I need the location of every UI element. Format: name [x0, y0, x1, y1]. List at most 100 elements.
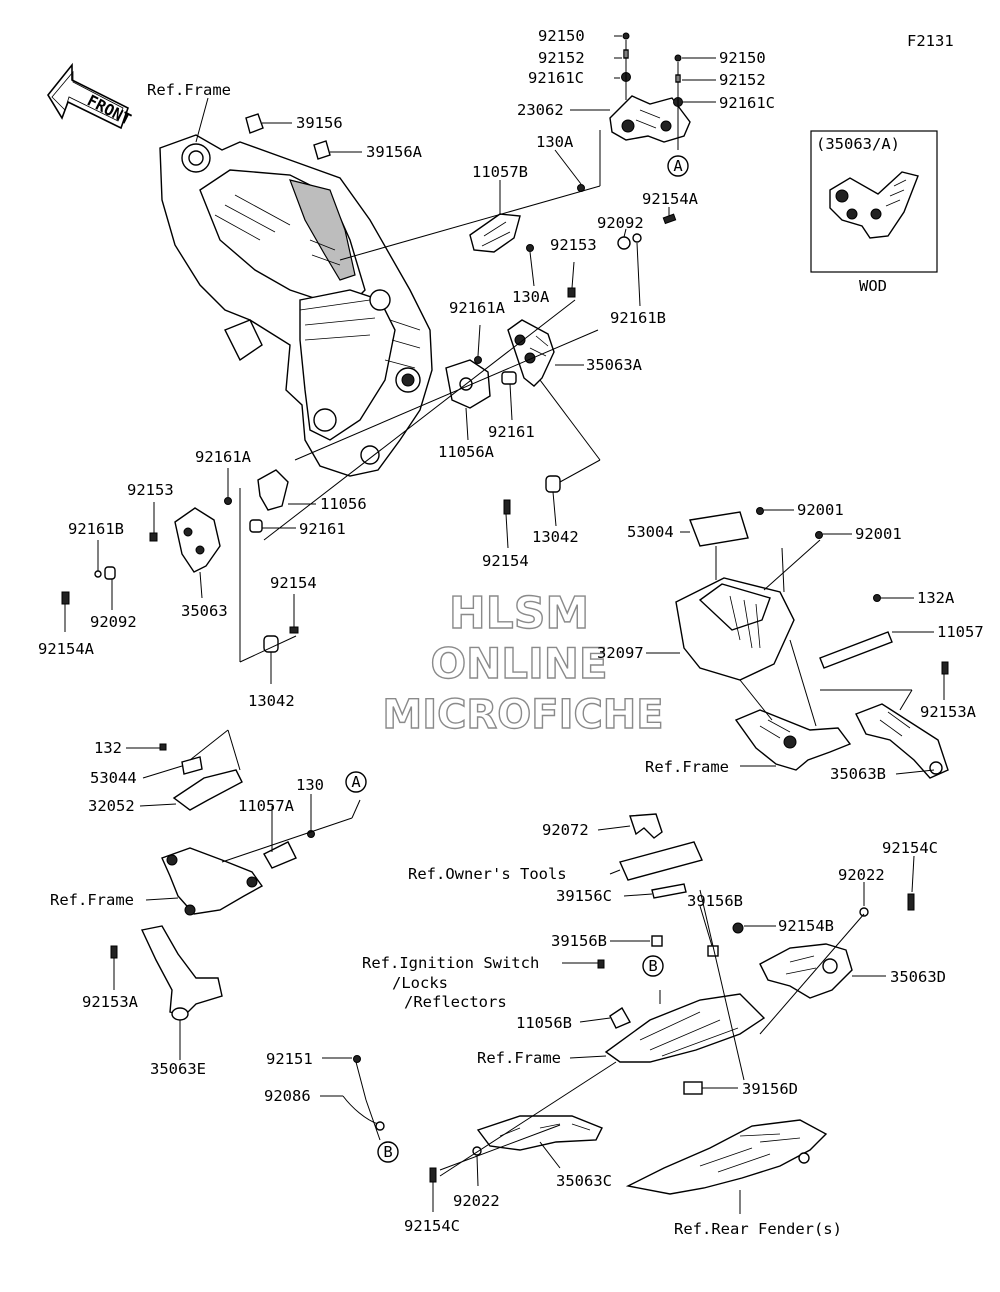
label-39156A: 39156A [366, 143, 423, 161]
damper-13042-top-shape [545, 475, 561, 493]
rear-fender-illustration [625, 1119, 828, 1195]
bracket-23062 [609, 95, 691, 143]
part-labels: Ref.Frame 39156 39156A 92150 92152 92161… [38, 27, 984, 1238]
label-92153A-right: 92153A [920, 703, 977, 721]
label-ref-frame-top: Ref.Frame [147, 81, 231, 99]
label-39156D: 39156D [742, 1080, 798, 1098]
label-92092-top: 92092 [597, 214, 644, 232]
label-92154C-bottom: 92154C [404, 1217, 460, 1235]
label-35063E: 35063E [150, 1060, 206, 1078]
bracket-11057A [263, 841, 297, 869]
callout-b-middle: B [642, 955, 664, 977]
sheet-53004 [689, 511, 749, 547]
label-92154A-left: 92154A [38, 640, 95, 658]
bracket-32052 [172, 769, 243, 811]
label-ref-ignition-3: /Reflectors [404, 993, 507, 1011]
tray-32097 [675, 577, 795, 681]
label-92154A-top: 92154A [642, 190, 699, 208]
collar-92161-top-shape [501, 371, 517, 385]
label-92022-bottom: 92022 [453, 1192, 500, 1210]
front-direction-arrow: FRONT [47, 62, 134, 130]
label-92092-left: 92092 [90, 613, 137, 631]
label-92150-top: 92150 [538, 27, 585, 45]
label-92161C-top: 92161C [528, 69, 584, 87]
svg-text:A: A [673, 157, 683, 175]
label-39156B-right: 39156B [687, 892, 743, 910]
label-11057: 11057 [937, 623, 984, 641]
watermark: HLSM ONLINE MICROFICHE [382, 587, 665, 738]
callout-b-lower: B [377, 1141, 399, 1163]
label-35063A: 35063A [586, 356, 643, 374]
svg-text:A: A [351, 773, 361, 791]
label-92001-b: 92001 [855, 525, 902, 543]
bracket-35063A [507, 319, 555, 387]
label-92151: 92151 [266, 1050, 313, 1068]
callout-a-lower: A [345, 771, 367, 793]
label-92001-a: 92001 [797, 501, 844, 519]
inset-caption: WOD [859, 277, 887, 295]
part-39156-shape [245, 113, 264, 134]
inset-box: (35063/A) WOD [810, 130, 938, 295]
label-ref-frame-left: Ref.Frame [50, 891, 134, 909]
label-92086: 92086 [264, 1087, 311, 1105]
label-35063: 35063 [181, 602, 228, 620]
label-ref-frame-bottom: Ref.Frame [477, 1049, 561, 1067]
label-53004: 53004 [627, 523, 674, 541]
label-92072: 92072 [542, 821, 589, 839]
bracket-35063 [174, 507, 221, 573]
callout-a-upper: A [667, 155, 689, 177]
label-92161C-right: 92161C [719, 94, 775, 112]
label-39156B-left: 39156B [551, 932, 607, 950]
label-ref-frame-right: Ref.Frame [645, 758, 729, 776]
label-132A: 132A [917, 589, 955, 607]
label-92161-top: 92161 [488, 423, 535, 441]
label-92161B-left: 92161B [68, 520, 124, 538]
label-13042-top: 13042 [532, 528, 579, 546]
watermark-line-3: MICROFICHE [382, 692, 663, 738]
frame-bracket-left [161, 847, 264, 916]
label-11056A: 11056A [438, 443, 495, 461]
watermark-line-2: ONLINE [430, 639, 607, 688]
label-35063C: 35063C [556, 1172, 612, 1190]
main-frame-illustration [159, 134, 433, 477]
label-35063D: 35063D [890, 968, 946, 986]
bracket-35063D [759, 943, 853, 999]
label-35063B: 35063B [830, 765, 886, 783]
label-92161B-top: 92161B [610, 309, 666, 327]
subframe-35063B [734, 703, 949, 779]
label-53044: 53044 [90, 769, 137, 787]
label-ref-rear-fender: Ref.Rear Fender(s) [674, 1220, 842, 1238]
label-ref-ignition-2: /Locks [392, 974, 448, 992]
label-92153-left: 92153 [127, 481, 174, 499]
label-130A-mid: 130A [512, 288, 550, 306]
part-11056B [609, 1007, 631, 1029]
label-92153A-left: 92153A [82, 993, 139, 1011]
inset-title: (35063/A) [816, 135, 900, 153]
label-11056B: 11056B [516, 1014, 572, 1032]
label-ref-owners-tools: Ref.Owner's Tools [408, 865, 567, 883]
plate-11056 [257, 469, 289, 511]
label-32097: 32097 [597, 644, 644, 662]
label-39156C: 39156C [556, 887, 612, 905]
svg-text:B: B [383, 1143, 392, 1161]
label-39156: 39156 [296, 114, 343, 132]
strip-11057 [819, 631, 893, 669]
label-32052: 32052 [88, 797, 135, 815]
svg-text:B: B [648, 957, 657, 975]
pad-39156C [651, 883, 687, 899]
bracket-35063E [140, 925, 223, 1021]
label-92022-right: 92022 [838, 866, 885, 884]
label-11057B: 11057B [472, 163, 528, 181]
diagram-code: F2131 [907, 32, 954, 50]
label-11056: 11056 [320, 495, 367, 513]
label-92154B: 92154B [778, 917, 834, 935]
label-23062: 23062 [517, 101, 564, 119]
leader-lines [64, 35, 945, 1214]
label-92150-right: 92150 [719, 49, 766, 67]
watermark-line-1: HLSM [449, 588, 589, 639]
strap-92072 [629, 813, 663, 839]
plate-53044 [181, 756, 203, 775]
label-11057A: 11057A [238, 797, 295, 815]
